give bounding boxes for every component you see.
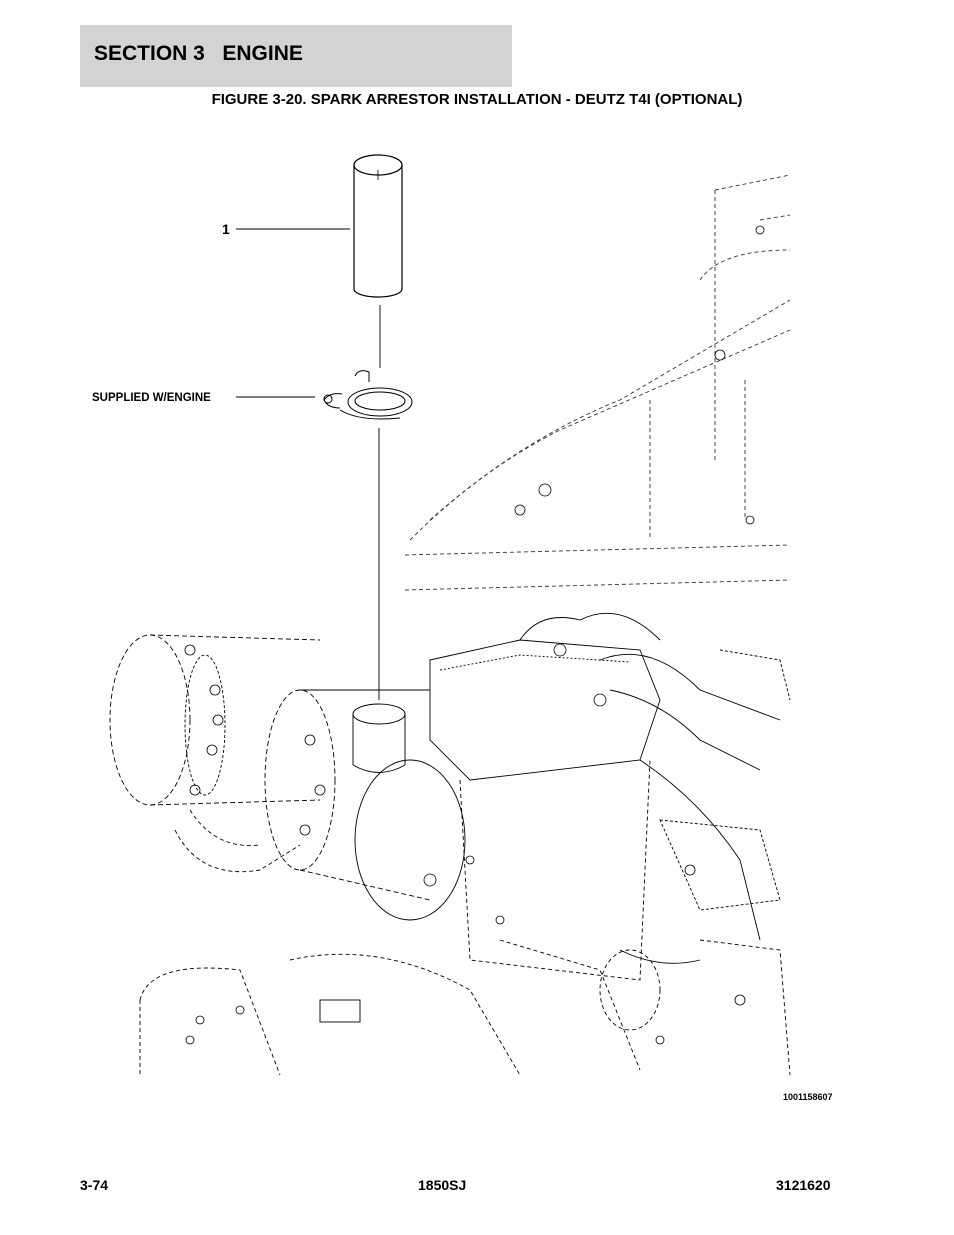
engine-assembly xyxy=(404,174,791,591)
section-title: SECTION 3 ENGINE xyxy=(94,42,303,65)
callout-item-1: 1 xyxy=(222,221,230,237)
footer-model: 1850SJ xyxy=(418,1177,467,1193)
callout-supplied: SUPPLIED W/ENGINE xyxy=(92,392,211,404)
spark-arrestor-part xyxy=(353,154,403,298)
section-header: SECTION 3 ENGINE xyxy=(80,25,512,87)
drawing-number: 1001158607 xyxy=(783,1092,833,1102)
engine-body xyxy=(109,612,791,1076)
footer-manual-number: 3121620 xyxy=(776,1177,831,1193)
figure-title: FIGURE 3-20. SPARK ARRESTOR INSTALLATION… xyxy=(211,91,743,108)
clamp-part xyxy=(323,370,413,420)
engine-details xyxy=(184,225,765,1045)
footer-page-number: 3-74 xyxy=(80,1177,109,1193)
